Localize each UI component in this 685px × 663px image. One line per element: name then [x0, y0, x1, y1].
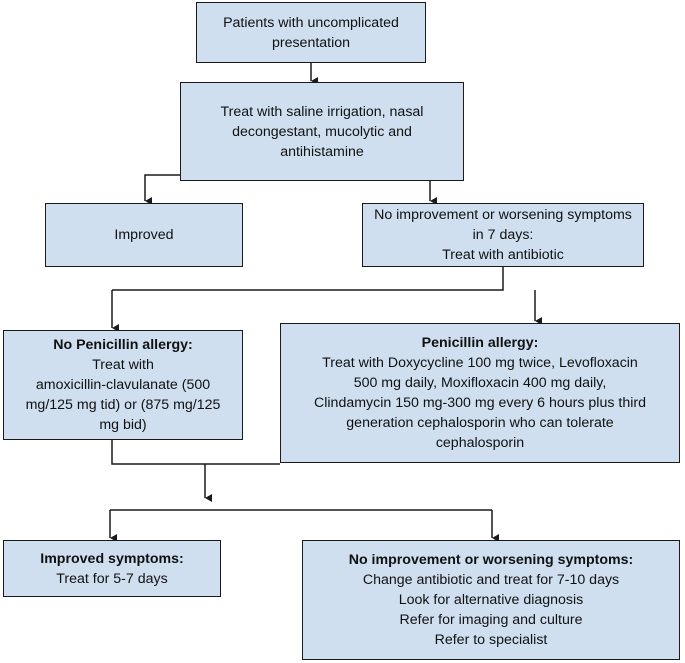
node-improved: Improved [45, 203, 243, 267]
node-penicillin-allergy-heading: Penicillin allergy: [421, 335, 539, 351]
node-no-penicillin-allergy-line-2: amoxicillin-clavulanate (500 [35, 377, 211, 393]
node-no-improvement-final-line-2: Look for alternative diagnosis [398, 592, 584, 608]
node-start: Patients with uncomplicated presentation [196, 2, 426, 63]
node-initial-treatment-line-2: decongestant, mucolytic and [232, 123, 412, 140]
node-penicillin-allergy-line-1: Treat with Doxycycline 100 mg twice, Lev… [322, 355, 638, 371]
connector-merge [111, 440, 280, 465]
node-no-improvement-final: No improvement or worsening symptoms: Ch… [302, 540, 680, 660]
node-no-improvement-7-days-line-1: No improvement or worsening symptoms [374, 207, 632, 223]
node-no-penicillin-allergy-heading: No Penicillin allergy: [53, 337, 193, 353]
node-no-improvement-7-days-line-3: Treat with antibiotic [442, 247, 564, 263]
node-no-improvement-7-days: No improvement or worsening symptoms in … [362, 203, 644, 267]
node-start-line-2: presentation [271, 34, 351, 51]
node-no-penicillin-allergy-line-4: mg bid) [99, 417, 147, 433]
node-penicillin-allergy-line-4: generation cephalosporin who can tolerat… [346, 415, 614, 431]
node-penicillin-allergy-line-2: 500 mg daily, Moxifloxacin 400 mg daily, [353, 375, 607, 391]
node-improved-symptoms-line-1: Treat for 5-7 days [56, 570, 168, 587]
node-no-penicillin-allergy-line-3: mg/125 mg tid) or (875 mg/125 [25, 397, 221, 413]
node-initial-treatment: Treat with saline irrigation, nasal deco… [180, 82, 464, 181]
node-improved-symptoms-heading: Improved symptoms: [40, 550, 184, 567]
node-no-improvement-final-line-1: Change antibiotic and treat for 7-10 day… [362, 572, 620, 588]
node-no-improvement-7-days-line-2: in 7 days: [472, 227, 534, 243]
node-no-improvement-final-line-3: Refer for imaging and culture [399, 612, 583, 628]
node-no-penicillin-allergy: No Penicillin allergy: Treat with amoxic… [3, 330, 243, 440]
node-start-line-1: Patients with uncomplicated [223, 14, 399, 31]
node-initial-treatment-line-1: Treat with saline irrigation, nasal [220, 103, 424, 120]
connector-treatment-to-improved [144, 174, 180, 205]
node-improved-symptoms: Improved symptoms: Treat for 5-7 days [3, 540, 221, 597]
node-no-penicillin-allergy-line-1: Treat with [92, 357, 154, 373]
node-penicillin-allergy: Penicillin allergy: Treat with Doxycycli… [280, 323, 680, 463]
node-initial-treatment-line-3: antihistamine [280, 143, 364, 160]
node-improved-line-1: Improved [114, 227, 174, 243]
node-penicillin-allergy-line-3: Clindamycin 150 mg-300 mg every 6 hours … [314, 395, 646, 411]
node-no-improvement-final-heading: No improvement or worsening symptoms: [348, 552, 634, 568]
node-penicillin-allergy-line-5: cephalosporin [435, 435, 525, 451]
node-no-improvement-final-line-4: Refer to specialist [434, 632, 548, 648]
connector-antibiotic-split [112, 267, 504, 291]
